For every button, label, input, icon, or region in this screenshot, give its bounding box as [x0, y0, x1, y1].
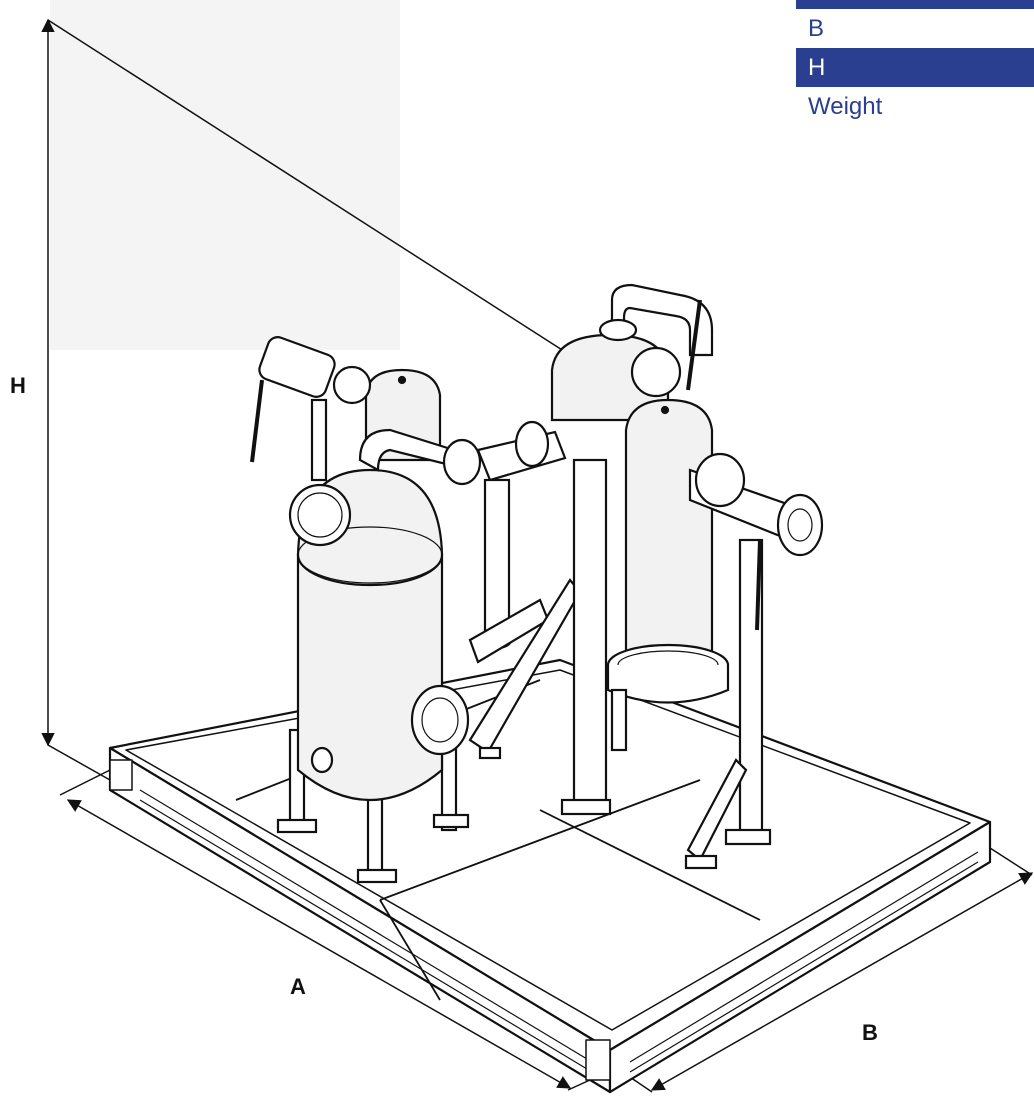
skid-cross-member-3	[379, 899, 441, 1001]
back-right-vessel	[550, 283, 714, 422]
legend-top-bar	[796, 0, 1034, 9]
outlet-valve-handle	[755, 539, 762, 631]
interconnect-piping	[358, 420, 582, 760]
back-left-vessel	[250, 336, 442, 482]
length-extension-left	[59, 769, 111, 796]
center-support-column	[560, 458, 612, 816]
height-top-extension	[47, 19, 571, 356]
right-filter-vessel	[606, 398, 824, 870]
dimension-lines	[41, 18, 1034, 1093]
dimension-legend: B H Weight	[796, 0, 1034, 126]
width-dimension-line	[650, 872, 1034, 1091]
height-bottom-extension	[47, 744, 111, 781]
right-vessel-body	[624, 398, 714, 667]
left-vessel-lower-flange	[410, 684, 470, 756]
left-filter-vessel	[276, 468, 470, 884]
length-dimension-label: A	[290, 974, 306, 999]
base-skid-frame	[108, 658, 992, 1094]
left-vessel-body	[296, 553, 444, 802]
legend-item-weight[interactable]: Weight	[808, 93, 883, 120]
length-dimension-line	[66, 799, 572, 1089]
height-dimension-label: H	[10, 373, 26, 398]
legend-item-b[interactable]: B	[808, 15, 825, 42]
legend-item-h[interactable]: H	[796, 48, 1034, 87]
outlet-flange	[776, 493, 824, 557]
inlet-valve-handle	[250, 379, 264, 463]
top-valve-handle	[686, 299, 702, 391]
width-extension-right	[989, 847, 1033, 876]
background-haze	[50, 0, 400, 350]
width-dimension-label: B	[862, 1020, 878, 1045]
left-vessel-side-flange	[288, 483, 352, 547]
skid-cross-member-2	[379, 779, 701, 901]
skid-cross-member-4	[539, 809, 761, 921]
